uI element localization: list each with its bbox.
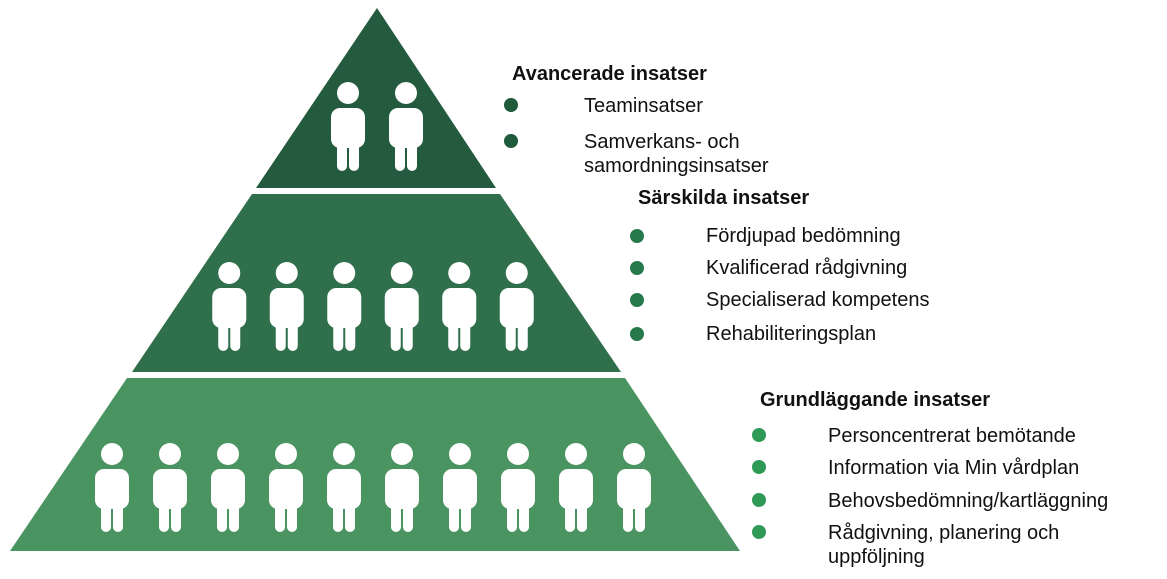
tier-advanced-title: Avancerade insatser	[512, 63, 707, 85]
person-icon	[384, 262, 419, 351]
tier-basic-item: Information via Min vårdplan	[752, 456, 1162, 482]
item-label: Fördjupad bedömning	[706, 225, 901, 247]
person-icon	[211, 443, 245, 532]
person-icon	[617, 443, 651, 532]
bullet-icon	[752, 493, 766, 507]
person-icon	[501, 443, 535, 532]
item-label: Specialiserad kompetens	[706, 289, 930, 311]
person-icon	[269, 262, 304, 351]
person-icon	[389, 82, 423, 171]
item-label: Personcentrerat bemötande	[828, 425, 1076, 447]
people-icons	[95, 82, 651, 532]
item-label: Rehabiliteringsplan	[706, 323, 877, 345]
person-icon	[95, 443, 129, 532]
tier-special-item: Rehabiliteringsplan	[630, 322, 960, 348]
tier-special-item: Kvalificerad rådgivning	[630, 256, 960, 282]
tier-basic-item: Behovsbedömning/kartläggning	[752, 489, 1162, 515]
person-icon	[269, 443, 303, 532]
tier-special-item: Fördjupad bedömning	[630, 224, 960, 250]
tier-special-item: Specialiserad kompetens	[630, 288, 960, 314]
person-icon	[212, 262, 247, 351]
person-icon	[327, 443, 361, 532]
tier-special-legend: Särskilda insatser Fördjupad bedömning K…	[630, 186, 960, 356]
pyramid-tier-basic	[10, 378, 740, 551]
person-icon	[499, 262, 534, 351]
bullet-icon	[630, 229, 644, 243]
item-label: Kvalificerad rådgivning	[706, 257, 908, 279]
tier-advanced-item: Teaminsatser	[504, 94, 834, 120]
tier-basic-item: Personcentrerat bemötande	[752, 424, 1162, 450]
item-label: Teaminsatser	[584, 95, 703, 117]
bullet-icon	[504, 134, 518, 148]
bullet-icon	[752, 525, 766, 539]
tier-advanced-legend: Avancerade insatser Teaminsatser Samverk…	[504, 62, 834, 192]
person-icon	[442, 262, 477, 351]
person-icon	[385, 443, 419, 532]
item-label: Behovsbedömning/kartläggning	[828, 490, 1109, 512]
tier-basic-item: Rådgivning, planering och uppföljning	[752, 521, 1162, 575]
bullet-icon	[752, 428, 766, 442]
person-icon	[559, 443, 593, 532]
bullet-icon	[630, 327, 644, 341]
item-label: Samverkans- och samordningsinsatser	[584, 131, 769, 177]
person-icon	[327, 262, 362, 351]
pyramid-tier-special	[132, 194, 621, 372]
bullet-icon	[752, 460, 766, 474]
tier-advanced-item: Samverkans- och samordningsinsatser	[504, 130, 834, 182]
bullet-icon	[630, 261, 644, 275]
tier-basic-title: Grundläggande insatser	[760, 389, 991, 411]
item-label: Information via Min vårdplan	[828, 457, 1080, 479]
person-icon	[443, 443, 477, 532]
pyramid-tier-advanced	[256, 8, 496, 188]
tier-basic-legend: Grundläggande insatser Personcentrerat b…	[752, 388, 1162, 578]
item-label: Rådgivning, planering och uppföljning	[828, 522, 1060, 568]
bullet-icon	[630, 293, 644, 307]
person-icon	[331, 82, 365, 171]
tier-special-title: Särskilda insatser	[638, 187, 810, 209]
bullet-icon	[504, 98, 518, 112]
person-icon	[153, 443, 187, 532]
